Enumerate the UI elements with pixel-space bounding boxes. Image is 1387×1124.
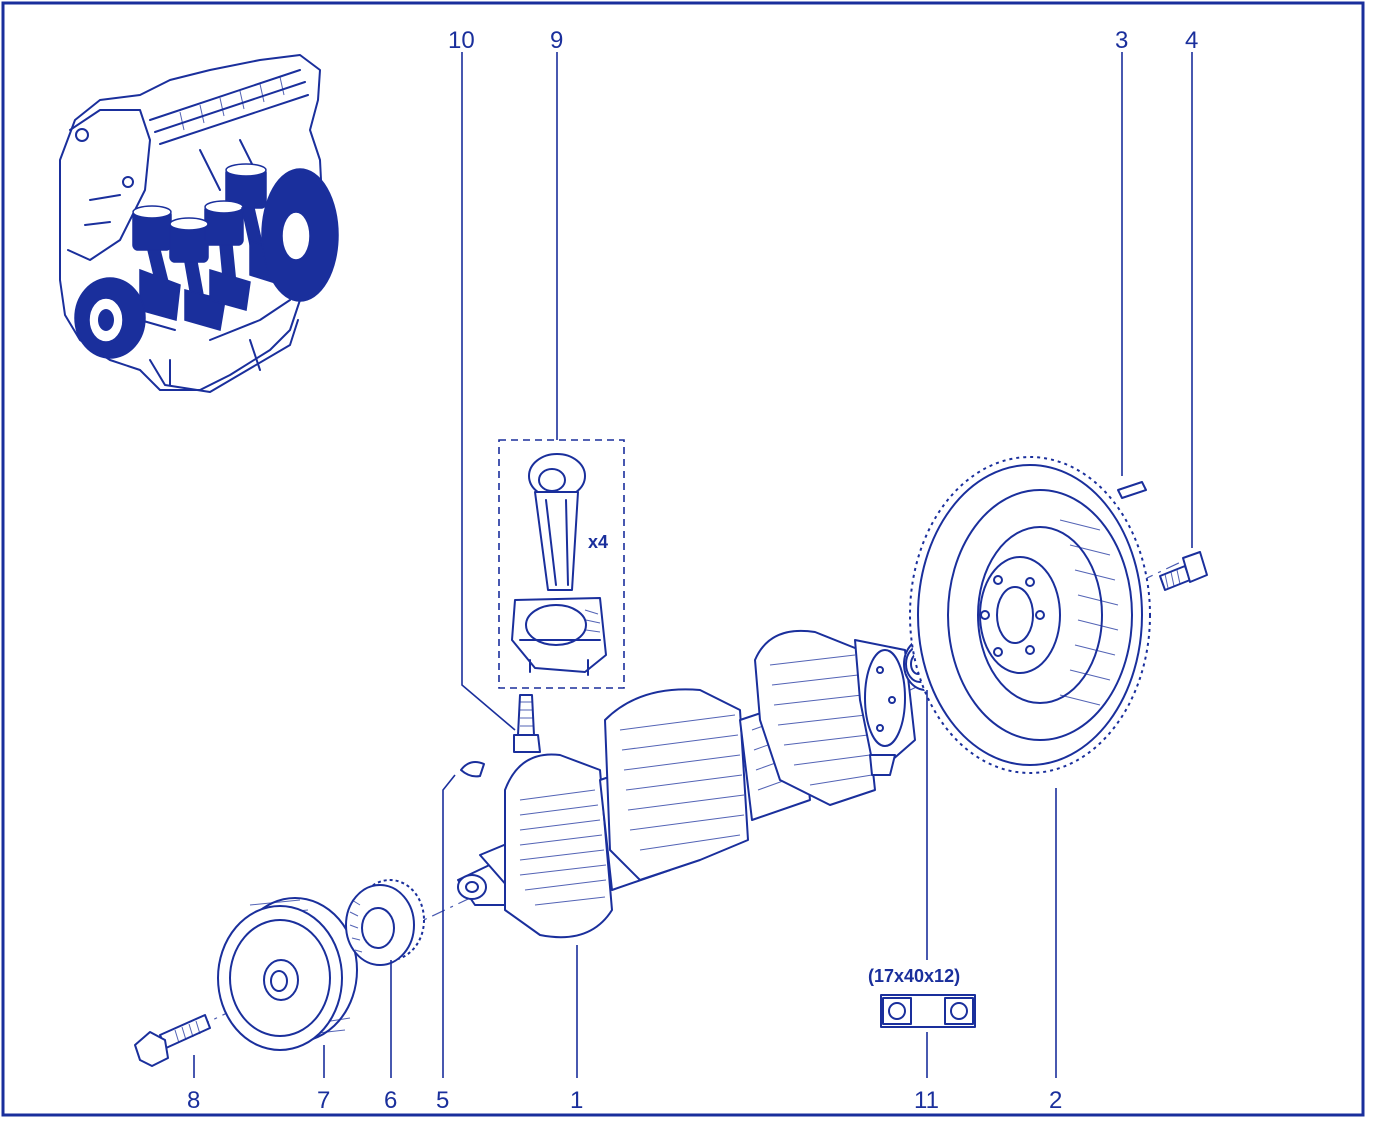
crankshaft-pulley xyxy=(217,897,358,1051)
callout-leaders xyxy=(193,52,1193,1078)
callout-7: 7 xyxy=(317,1087,330,1114)
callout-2: 2 xyxy=(1049,1087,1062,1114)
timing-gear xyxy=(345,879,425,966)
dowel-pin xyxy=(1117,481,1147,499)
callout-1: 1 xyxy=(570,1087,583,1114)
diagram-border xyxy=(1,1,1365,1117)
woodruff-key xyxy=(460,761,485,778)
callout-10: 10 xyxy=(448,27,475,54)
connecting-rod xyxy=(511,453,607,676)
quantity-label: x4 xyxy=(588,532,608,552)
connecting-rod-dashed-box xyxy=(498,439,625,689)
flywheel-bolt xyxy=(1159,551,1208,591)
bearing-size-label: (17x40x12) xyxy=(868,966,960,986)
callout-11: 11 xyxy=(914,1087,939,1114)
rod-bolt xyxy=(513,694,541,753)
callout-6: 6 xyxy=(384,1087,397,1114)
bearing-section-symbol: (17x40x12) xyxy=(868,966,976,1028)
engine-overview-illustration xyxy=(59,54,339,393)
callout-9: 9 xyxy=(550,27,563,54)
callout-5: 5 xyxy=(436,1087,449,1114)
callout-8: 8 xyxy=(187,1087,200,1114)
crankshaft xyxy=(457,629,916,939)
callout-4: 4 xyxy=(1185,27,1198,54)
pulley-bolt xyxy=(134,1014,211,1067)
flywheel xyxy=(909,456,1151,774)
connecting-rod-group: x4 xyxy=(498,439,625,689)
callout-numbers: 10 9 3 4 8 7 6 5 1 11 2 xyxy=(187,27,1198,1114)
callout-3: 3 xyxy=(1115,27,1128,54)
